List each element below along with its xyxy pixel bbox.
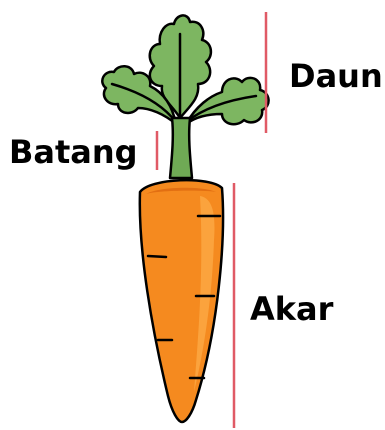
leaves-label: Daun [289,57,383,95]
ring-mark-2 [148,256,166,257]
carrot-stem [170,118,192,178]
root-label: Akar [250,290,334,328]
carrot-root [140,180,223,422]
carrot-leaves [102,15,268,124]
stem-label: Batang [9,133,138,171]
